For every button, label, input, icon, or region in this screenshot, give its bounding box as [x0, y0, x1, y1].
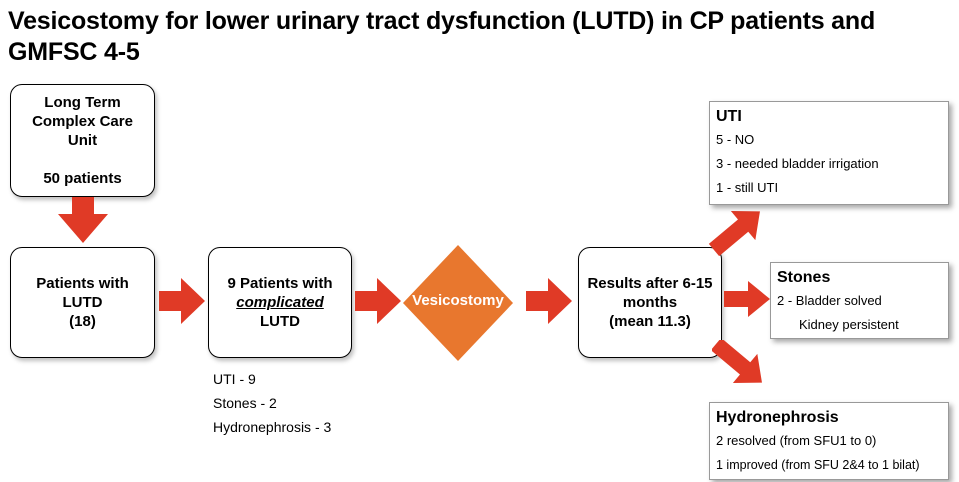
- list-item: Hydronephrosis - 3: [213, 419, 332, 435]
- stones-heading: Stones: [777, 269, 831, 286]
- arrow-up-right-icon: [708, 211, 760, 256]
- results-line-2: months: [622, 294, 678, 311]
- complications-list: UTI - 9 Stones - 2 Hydronephrosis - 3: [213, 367, 331, 439]
- lutd-line-2: LUTD: [62, 294, 103, 311]
- hydronephrosis-result-card: Hydronephrosis 2 resolved (from SFU1 to …: [709, 402, 949, 480]
- uti-result-card: UTI 5 - NO 3 - needed bladder irrigation…: [709, 101, 949, 205]
- care-unit-line-2: Complex Care: [32, 113, 133, 130]
- vesicostomy-diamond: [403, 245, 513, 361]
- care-unit-line-3: Unit: [67, 132, 98, 149]
- page-title: Vesicostomy for lower urinary tract dysf…: [8, 7, 876, 66]
- arrow-right-icon: [355, 278, 401, 324]
- results-line-1: Results after 6-15: [587, 275, 713, 292]
- hydronephrosis-heading: Hydronephrosis: [716, 409, 839, 426]
- arrow-right-icon: [724, 281, 770, 317]
- list-item: UTI - 9: [213, 371, 256, 387]
- arrow-down-right-icon: [712, 340, 762, 383]
- list-item: Kidney persistent: [799, 317, 899, 332]
- list-item: 1 - still UTI: [716, 180, 779, 195]
- results-line-3: (mean 11.3): [609, 313, 691, 330]
- complicated-line-3: LUTD: [260, 313, 300, 330]
- care-unit-line-1: Long Term: [44, 94, 121, 111]
- vesicostomy-label: Vesicostomy: [412, 292, 504, 309]
- complicated-lutd-box: 9 Patients with complicated LUTD: [208, 247, 352, 358]
- patient-count: 50 patients: [43, 170, 122, 187]
- care-unit-box: Long Term Complex Care Unit 50 patients: [10, 84, 155, 197]
- uti-heading: UTI: [716, 108, 742, 125]
- list-item: 1 improved (from SFU 2&4 to 1 bilat): [716, 458, 920, 472]
- arrow-right-icon: [526, 278, 572, 324]
- list-item: 5 - NO: [716, 132, 755, 147]
- complicated-emphasis: complicated: [236, 294, 324, 311]
- arrow-down-icon: [58, 197, 108, 243]
- arrow-right-icon: [159, 278, 205, 324]
- lutd-patients-box: Patients with LUTD (18): [10, 247, 155, 358]
- complicated-line-1: 9 Patients with: [227, 275, 333, 292]
- stones-result-card: Stones 2 - Bladder solved Kidney persist…: [770, 262, 949, 339]
- results-box: Results after 6-15 months (mean 11.3): [578, 247, 722, 358]
- list-item: 3 - needed bladder irrigation: [716, 156, 879, 171]
- list-item: 2 - Bladder solved: [777, 293, 882, 308]
- lutd-line-3: (18): [69, 313, 96, 330]
- list-item: Stones - 2: [213, 395, 277, 411]
- list-item: 2 resolved (from SFU1 to 0): [716, 433, 877, 448]
- lutd-line-1: Patients with: [36, 275, 129, 292]
